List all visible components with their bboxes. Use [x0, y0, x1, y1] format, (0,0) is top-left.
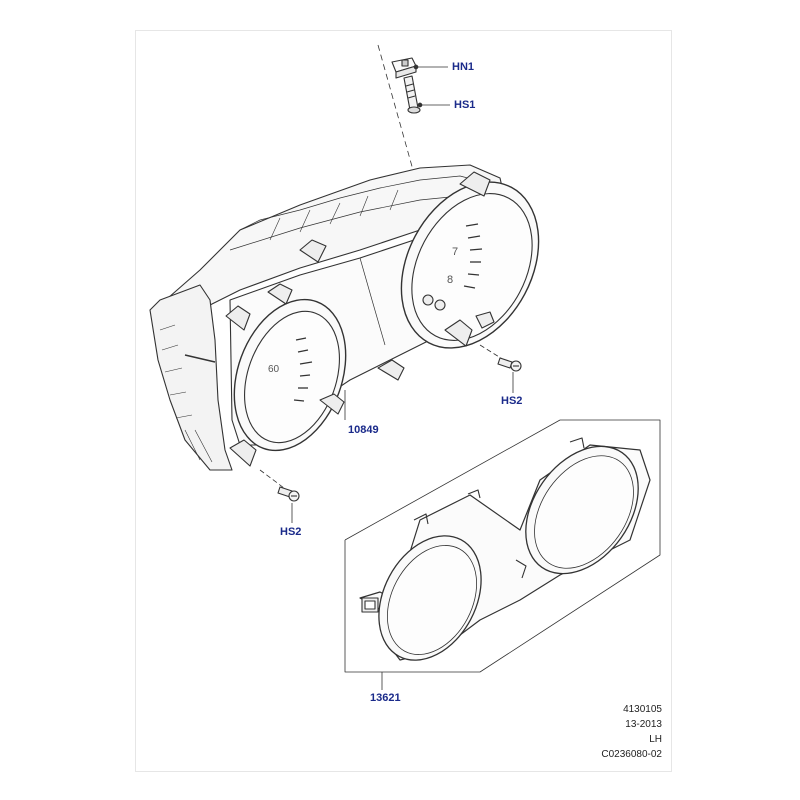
left-gauge-ticks: [293, 337, 313, 402]
ref-date: 13-2013: [625, 719, 662, 730]
lens-group-frame: [344, 419, 661, 673]
ref-number: 4130105: [623, 704, 662, 715]
ref-side: LH: [649, 734, 662, 745]
callout-hn1: HN1: [452, 61, 475, 73]
screw-hs1: [403, 75, 421, 114]
install-guide-line: [377, 44, 421, 196]
clip-hn1: [391, 57, 417, 79]
hs1-leader-dot: [417, 102, 423, 108]
svg-text:60: 60: [268, 364, 280, 375]
ref-code: C0236080-02: [601, 749, 662, 760]
screw-hs2-left: [277, 486, 300, 502]
cluster-housing: 60 7 8: [149, 164, 540, 471]
callout-lens: 13621: [370, 692, 401, 704]
hn1-leader-dot: [413, 64, 419, 70]
callout-hs2-left: HS2: [280, 526, 302, 538]
callout-cluster: 10849: [348, 424, 379, 436]
svg-text:7: 7: [452, 246, 458, 258]
hs2-right-guide: [479, 344, 513, 366]
right-gauge-ticks: [463, 223, 483, 289]
svg-text:8: 8: [447, 274, 453, 286]
screw-hs2-right: [497, 357, 522, 372]
lens-13621: [359, 437, 651, 661]
callout-hs2-right: HS2: [501, 395, 523, 407]
callout-hs1: HS1: [454, 99, 476, 111]
